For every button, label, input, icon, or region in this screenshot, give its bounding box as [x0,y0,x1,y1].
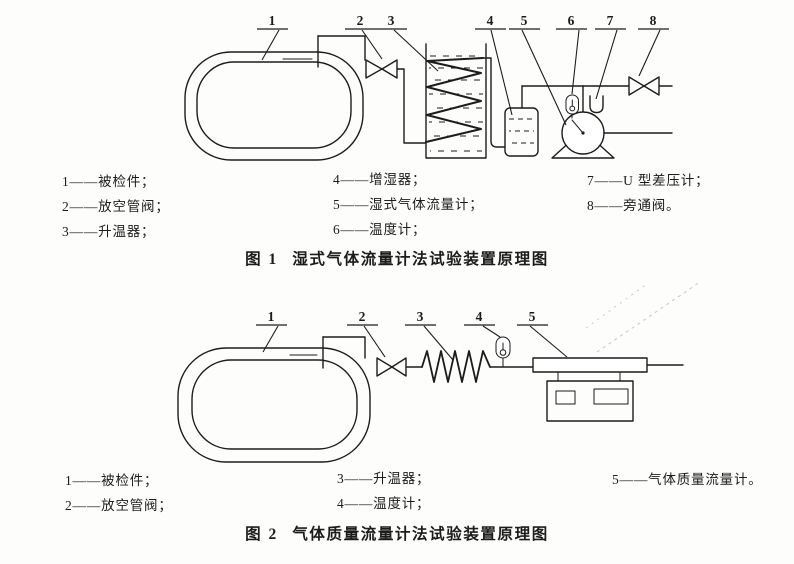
meter-display-unit [546,380,634,422]
figure2-legend-column-3: 5——气体质量流量计。 [612,472,763,497]
pipe-to-heater [396,68,427,144]
figure1-legend-column-3: 7——U 型差压计； 8——旁通阀。 [587,173,709,223]
humidifier [504,85,539,157]
figure2-legend-column-2: 3——升温器； 4——温度计； [337,471,430,521]
legend-entry: 2——放空管阀； [62,199,170,214]
meter-sensor-tube [532,357,648,373]
legend-entry: 5——气体质量流量计。 [612,472,763,487]
thermometer-icon [495,336,511,368]
figure1-caption-title: 湿式气体流量计法试验装置原理图 [292,251,549,268]
figure1-legend-column-1: 1——被检件； 2——放空管阀； 3——升温器； [62,174,170,249]
callout-number: 8 [650,13,657,28]
figure2-legend-column-1: 1——被检件； 2——放空管阀； [65,473,173,523]
figure2-caption-label: 图 2 [245,526,279,543]
thermometer-icon [565,94,579,119]
figure1-legend-column-2: 4——增湿器； 5——湿式气体流量计； 6——温度计； [333,172,484,247]
wet-gas-flow-meter [551,85,673,159]
u-tube-manometer-icon [589,95,604,114]
callout-number: 7 [607,13,614,28]
vent-pipe-run [322,336,366,359]
vent-pipe-run [317,35,366,61]
heater-tank [425,43,506,159]
legend-entry: 3——升温器； [62,224,156,239]
heater-tank-walls [425,43,487,159]
callout-number: 3 [417,309,424,324]
meter-display-readout [593,388,629,405]
callout-number: 5 [521,13,528,28]
callout-number: 4 [487,13,494,28]
valve-left-wing [376,357,393,377]
vessel-outer-shell [177,347,371,463]
callout-number: 3 [388,13,395,28]
heater-coil [421,350,534,383]
figure1-schematic: 1 2 3 4 5 6 7 8 [184,13,673,161]
u-tube [589,95,604,114]
vessel-inner-shell [196,61,352,149]
meter-needle-hub [581,131,585,135]
meter-display-button [555,390,576,405]
scan-crease-marks [585,281,701,353]
vent-pipe-valve [322,336,423,377]
legend-entry: 4——温度计； [337,496,431,511]
bypass-valve-right-wing [643,76,660,96]
legend-entry: 3——升温器； [337,471,431,486]
humidifier-water-dashes [509,118,534,144]
valve-right-wing [391,357,407,377]
legend-entry: 1——被检件； [65,473,159,488]
test-vessel [184,51,364,161]
callout-number: 5 [529,309,536,324]
callout-number: 2 [359,309,366,324]
legend-entry: 4——增湿器； [333,172,427,187]
figure1-caption: 图 1 湿式气体流量计法试验装置原理图 [0,247,794,269]
vessel-inner-shell [191,359,358,450]
callout-number: 4 [476,309,483,324]
legend-entry: 6——温度计； [333,222,427,237]
figure1-caption-label: 图 1 [245,251,279,268]
vessel-outer-shell [184,51,364,161]
figure2-schematic: 1 2 3 4 5 [177,281,701,463]
thermometer-bulb [569,105,576,112]
vent-pipe-valve [317,35,427,144]
thermometer-bulb [499,349,507,356]
legend-entry: 8——旁通阀。 [587,198,681,213]
valve-right-wing [381,59,398,79]
figure2-callouts: 1 2 3 4 5 [256,309,568,361]
callout-number: 1 [268,309,275,324]
heater-spring [421,350,491,383]
legend-entry: 7——U 型差压计； [587,173,710,188]
callout-number: 1 [269,13,276,28]
legend-entry: 5——湿式气体流量计； [333,197,484,212]
figure1-callouts: 1 2 3 4 5 6 7 8 [257,13,669,126]
pipe-heater-to-humidifier [482,57,506,148]
bypass-valve-left-wing [628,76,645,96]
main-line-and-bypass [521,76,673,96]
humidifier-tank [504,107,539,157]
heater-coil [425,57,484,143]
test-vessel [177,347,371,463]
meter-needle [571,119,584,134]
gas-mass-flow-meter [532,357,684,422]
figure2-caption-title: 气体质量流量计法试验装置原理图 [292,526,549,543]
heater-water-dashes [429,55,483,152]
legend-entry: 1——被检件； [62,174,156,189]
callout-number: 2 [357,13,364,28]
legend-entry: 2——放空管阀； [65,498,173,513]
valve-left-wing [365,59,383,79]
callout-number: 6 [568,13,575,28]
figure2-caption: 图 2 气体质量流量计法试验装置原理图 [0,522,794,544]
